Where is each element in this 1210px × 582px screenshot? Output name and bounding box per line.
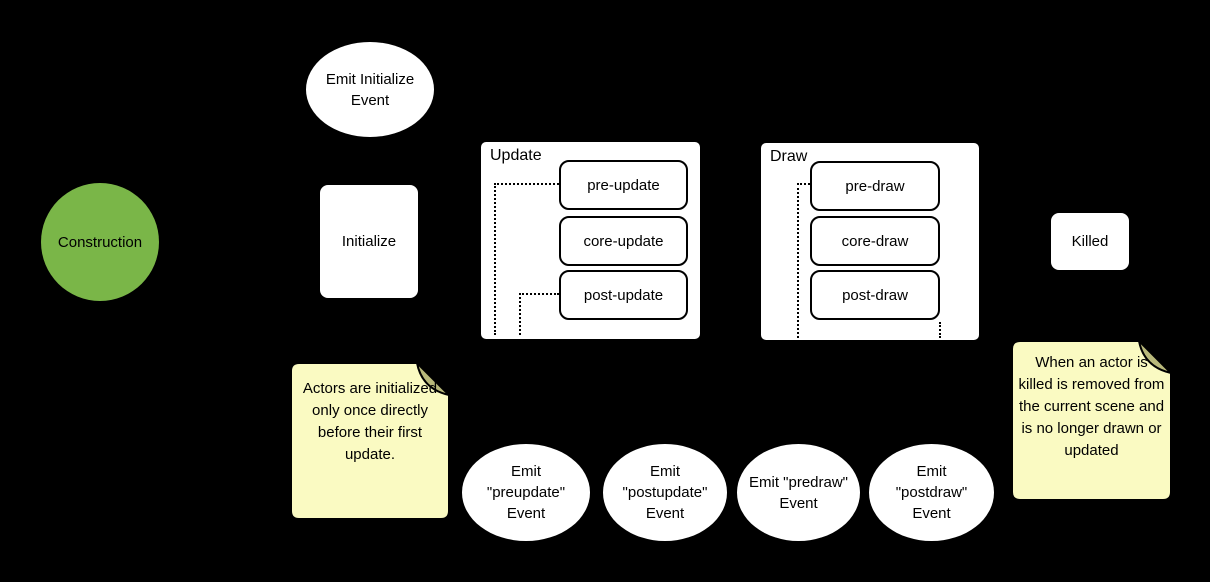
event-emit-preupdate-label: Emit "preupdate" Event bbox=[486, 463, 566, 522]
dotted-connector bbox=[797, 183, 810, 185]
note-initialize-text: Actors are initialized only once directl… bbox=[302, 380, 438, 463]
step-pre-update: pre-update bbox=[559, 160, 688, 210]
folded-corner-icon bbox=[1137, 340, 1172, 375]
dotted-connector bbox=[494, 183, 496, 335]
step-post-draw: post-draw bbox=[810, 270, 940, 320]
sticky-note-icon bbox=[1011, 340, 1172, 501]
step-core-draw-label: core-draw bbox=[841, 232, 909, 250]
update-group: Update pre-update core-update post-updat… bbox=[481, 142, 700, 339]
step-core-update: core-update bbox=[559, 216, 688, 266]
note-initialize: Actors are initialized only once directl… bbox=[290, 362, 450, 520]
dotted-connector bbox=[494, 183, 559, 185]
step-pre-draw: pre-draw bbox=[810, 161, 940, 211]
step-post-update-label: post-update bbox=[583, 286, 664, 304]
draw-group: Draw pre-draw core-draw post-draw bbox=[761, 143, 979, 340]
note-killed-text: When an actor is killed is removed from … bbox=[1018, 354, 1165, 459]
step-core-update-label: core-update bbox=[583, 232, 664, 250]
emit-initialize-event-label: Emit Initialize Event bbox=[325, 70, 415, 109]
step-core-draw: core-draw bbox=[810, 216, 940, 266]
sticky-note-icon bbox=[290, 362, 450, 520]
event-emit-predraw: Emit "predraw" Event bbox=[737, 444, 860, 541]
step-post-draw-label: post-draw bbox=[842, 286, 908, 304]
step-post-update: post-update bbox=[559, 270, 688, 320]
draw-group-label: Draw bbox=[770, 148, 808, 165]
step-pre-draw-label: pre-draw bbox=[845, 177, 905, 195]
construction-label: Construction bbox=[57, 233, 143, 251]
dotted-connector bbox=[939, 322, 941, 338]
note-killed: When an actor is killed is removed from … bbox=[1011, 340, 1172, 501]
event-emit-postdraw-label: Emit "postdraw" Event bbox=[895, 463, 968, 522]
event-emit-predraw-label: Emit "predraw" Event bbox=[748, 473, 848, 512]
killed-state: Killed bbox=[1051, 213, 1129, 270]
step-pre-update-label: pre-update bbox=[587, 176, 660, 194]
initialize-label: Initialize bbox=[341, 233, 397, 250]
event-emit-postdraw: Emit "postdraw" Event bbox=[869, 444, 994, 541]
construction-state: Construction bbox=[41, 183, 159, 301]
dotted-connector bbox=[797, 183, 799, 338]
update-group-label: Update bbox=[490, 147, 542, 164]
event-emit-postupdate: Emit "postupdate" Event bbox=[603, 444, 727, 541]
dotted-connector bbox=[519, 293, 521, 335]
folded-corner-icon bbox=[415, 362, 450, 397]
event-emit-preupdate: Emit "preupdate" Event bbox=[462, 444, 590, 541]
initialize-state: Initialize bbox=[320, 185, 418, 298]
emit-initialize-event: Emit Initialize Event bbox=[306, 42, 434, 137]
killed-label: Killed bbox=[1071, 233, 1109, 250]
event-emit-postupdate-label: Emit "postupdate" Event bbox=[622, 463, 708, 522]
dotted-connector bbox=[519, 293, 559, 295]
